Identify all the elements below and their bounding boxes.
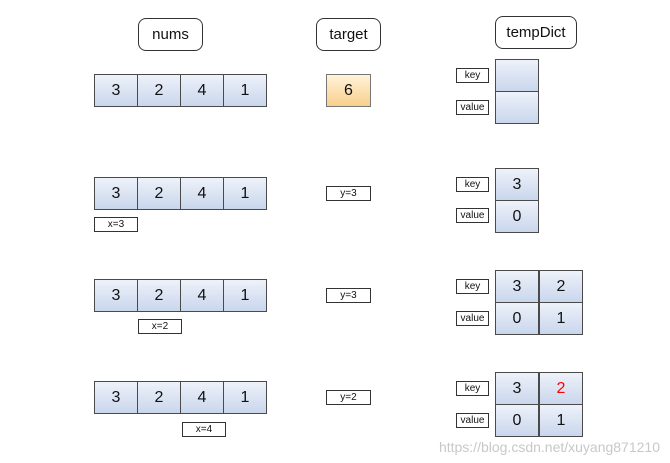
dict-step-0 [495,59,540,124]
dict-step-2: 3 2 0 1 [495,270,584,335]
nums-cell: 2 [137,381,181,414]
nums-cell: 2 [137,279,181,312]
nums-cell: 1 [223,381,267,414]
nums-cell: 3 [94,381,138,414]
dict-key-cell-highlighted: 2 [539,372,583,405]
y-label-step-2: y=3 [326,288,371,303]
dict-key-label: key [456,279,489,294]
y-label-step-3: y=2 [326,390,371,405]
target-header: target [316,18,381,51]
nums-cell: 4 [180,279,224,312]
x-label-step-3: x=4 [182,422,226,437]
nums-cell: 2 [137,74,181,107]
dict-value-cell: 1 [539,302,583,335]
dict-value-label: value [456,413,489,428]
dict-value-cell: 0 [495,404,539,437]
nums-cell: 4 [180,74,224,107]
dict-key-label: key [456,177,489,192]
nums-cell: 1 [223,74,267,107]
nums-header: nums [138,18,203,51]
nums-array-step-3: 3 2 4 1 [94,381,267,414]
nums-cell: 4 [180,177,224,210]
nums-cell: 3 [94,74,138,107]
target-value: 6 [326,74,371,107]
dict-value-label: value [456,311,489,326]
dict-value-cell: 1 [539,404,583,437]
dict-key-cell [495,59,539,92]
nums-cell: 3 [94,177,138,210]
nums-cell: 4 [180,381,224,414]
nums-array-step-0: 3 2 4 1 [94,74,267,107]
x-label-step-1: x=3 [94,217,138,232]
y-label-step-1: y=3 [326,186,371,201]
dict-key-label: key [456,381,489,396]
nums-cell: 1 [223,177,267,210]
nums-cell: 1 [223,279,267,312]
dict-value-cell: 0 [495,200,539,233]
dict-value-cell [495,91,539,124]
dict-value-cell: 0 [495,302,539,335]
watermark: https://blog.csdn.net/xuyang871210 [438,439,660,455]
dict-step-3: 3 2 0 1 [495,372,584,437]
dict-key-label: key [456,68,489,83]
dict-key-cell: 3 [495,168,539,201]
x-label-step-2: x=2 [138,319,182,334]
tempdict-header: tempDict [495,16,577,49]
dict-step-1: 3 0 [495,168,540,233]
dict-key-cell: 3 [495,372,539,405]
nums-cell: 2 [137,177,181,210]
nums-array-step-1: 3 2 4 1 [94,177,267,210]
dict-key-cell: 3 [495,270,539,303]
dict-key-cell: 2 [539,270,583,303]
dict-value-label: value [456,100,489,115]
nums-cell: 3 [94,279,138,312]
dict-value-label: value [456,208,489,223]
nums-array-step-2: 3 2 4 1 [94,279,267,312]
